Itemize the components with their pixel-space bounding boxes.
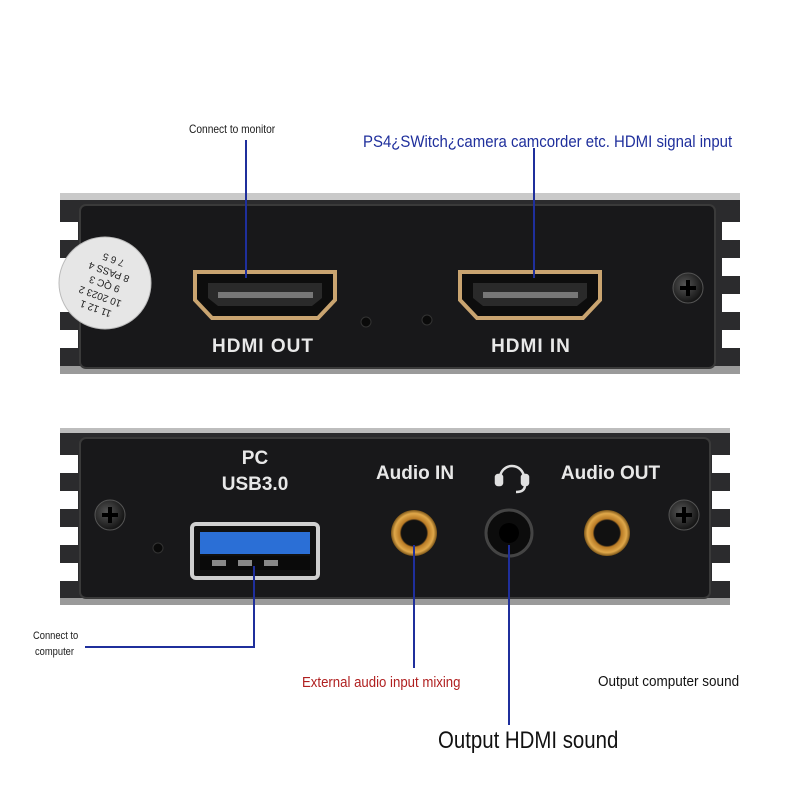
annotation-output-computer-sound: Output computer sound [598,673,740,690]
led-indicator [421,314,433,326]
headset-icon [494,464,530,494]
hdmi-out-port [193,270,337,320]
annotation-output-hdmi-sound: Output HDMI sound [438,727,619,754]
top-panel [58,193,740,374]
usb-port [190,522,320,580]
annotation-connect-computer-1: Connect to [33,630,79,642]
audio-in-jack [391,510,437,556]
audio-in-label: Audio IN [375,463,455,484]
pointer-lines [85,140,535,725]
hdmi-in-label: HDMI IN [491,336,571,357]
screw-icon [672,272,704,304]
pointer-usb [85,566,255,648]
hdmi-out-label: HDMI OUT [212,336,314,357]
led-indicator [152,542,164,554]
audio-out-jack [584,510,630,556]
hdmi-in-port [458,270,602,320]
screw-icon [94,499,126,531]
led-indicator [360,316,372,328]
top-face-plate [79,204,716,369]
screw-icon [668,499,700,531]
audio-out-label: Audio OUT [560,463,661,484]
annotation-external-audio: External audio input mixing [302,674,461,691]
annotation-hdmi-signal-input: PS4¿SWitch¿camera camcorder etc. HDMI si… [363,132,733,151]
qc-pass-sticker [58,236,152,330]
headset-jack [484,508,534,558]
annotation-connect-monitor: Connect to monitor [189,122,276,136]
usb-label: USB3.0 [221,474,289,495]
annotation-connect-computer-2: computer [35,646,74,658]
pc-label: PC [241,448,269,469]
bottom-panel [60,428,730,605]
